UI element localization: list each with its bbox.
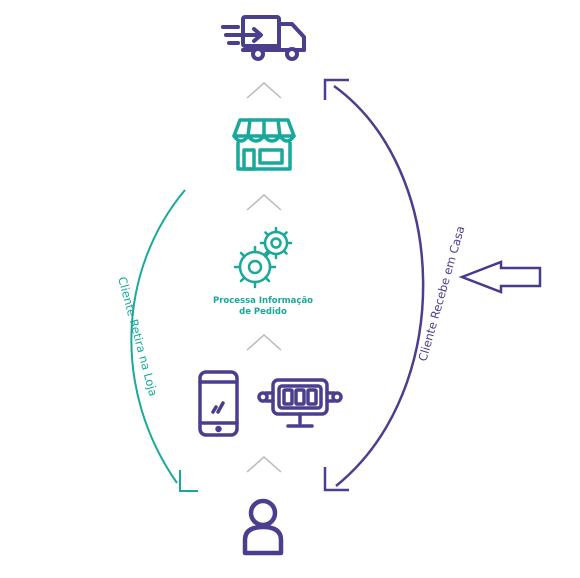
- flow-chevron-up: [246, 81, 282, 99]
- pickup-label: Cliente Retira na Loja: [115, 275, 160, 398]
- delivery-arrowhead: [323, 467, 349, 492]
- smartphone-icon: [198, 370, 239, 437]
- pickup-arrowhead: [179, 470, 198, 492]
- delivery-path: Cliente Recebe em Casa: [323, 78, 467, 492]
- storefront-icon: [232, 118, 296, 171]
- process-caption-line1: Processa Informação: [213, 296, 313, 306]
- pickup-path: Cliente Retira na Loja: [115, 189, 198, 492]
- delivery-truck-icon: [221, 15, 306, 61]
- flow-chevron-up: [246, 193, 282, 211]
- flow-chevron-up: [246, 333, 282, 351]
- process-caption-line2: de Pedido: [239, 307, 287, 317]
- person-icon: [242, 498, 284, 556]
- self-service-terminal-icon: [257, 378, 343, 428]
- pickup-arc: [130, 189, 186, 484]
- delivery-arc: [333, 84, 425, 487]
- left-arrow-icon: [458, 260, 542, 294]
- gears-icon: [233, 226, 293, 289]
- flow-chevron-up: [246, 455, 282, 473]
- delivery-arc-top-corner: [323, 78, 349, 100]
